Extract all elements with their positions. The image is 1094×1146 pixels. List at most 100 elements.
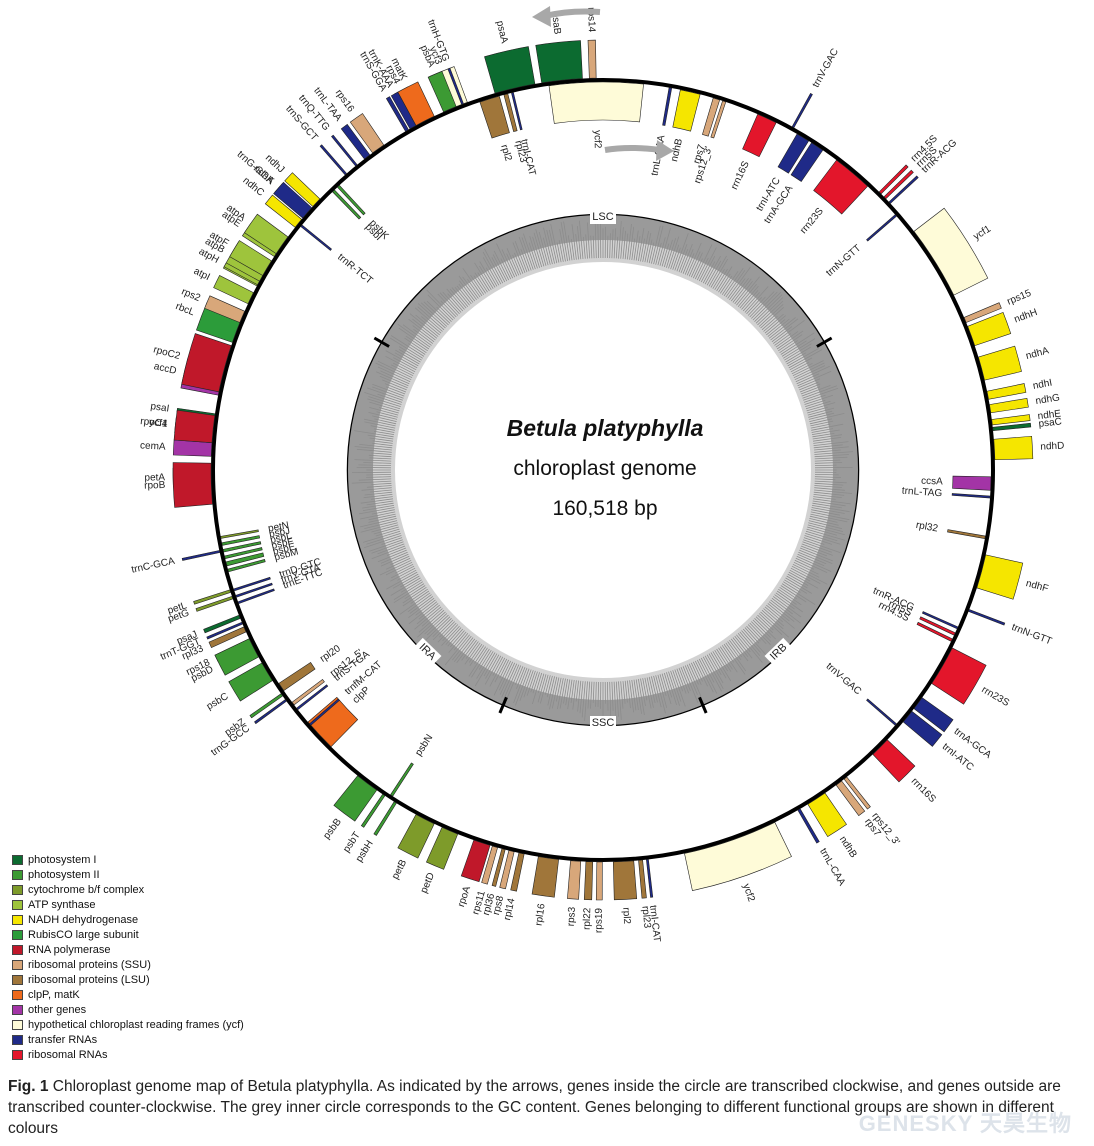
gene-ndhj xyxy=(284,172,321,207)
gene-psbt xyxy=(360,793,386,828)
gene-rrn5s xyxy=(919,616,956,636)
gene-trnl-taa xyxy=(340,123,371,160)
legend-label: RNA polymerase xyxy=(28,943,111,956)
gene-rps16 xyxy=(349,113,385,154)
gene-label-petn: petN xyxy=(267,520,290,535)
gene-label-trnl-tag: trnL-TAG xyxy=(901,486,942,500)
gene-trnk-aaa xyxy=(390,91,417,130)
gene-label-atpi: atpI xyxy=(192,266,212,283)
gene-ndhd xyxy=(993,435,1034,461)
gene-label-psbe: psbE xyxy=(272,541,297,557)
legend-item: ribosomal proteins (LSU) xyxy=(12,972,392,987)
region-label-bg xyxy=(590,716,616,730)
gene-trna-gca-2 xyxy=(790,142,824,182)
gene-rpl16 xyxy=(531,856,559,898)
gene-label-rpoc2: rpoC2 xyxy=(152,344,182,362)
gene-trns-tga xyxy=(296,684,329,711)
gene-trnc-gca xyxy=(181,550,221,561)
gene-rrn23s xyxy=(931,647,987,705)
caption-fig-label: Fig. 1 xyxy=(8,1078,49,1095)
gene-rps15 xyxy=(963,302,1002,323)
inner-direction-arrowhead xyxy=(656,140,674,161)
gene-label-rpoc1: rpoC1 xyxy=(140,416,169,430)
legend-item: cytochrome b/f complex xyxy=(12,882,392,897)
gene-label-rrn16s-2: rrn16S xyxy=(729,159,752,191)
gene-trne-ttc xyxy=(237,588,275,605)
legend-label: clpP, matK xyxy=(28,988,80,1001)
gene-rrn4-5s xyxy=(916,621,953,642)
gene-label-psbb: psbB xyxy=(321,816,344,841)
gene-rpl32 xyxy=(947,529,986,540)
gene-rpl22 xyxy=(583,861,594,901)
gene-ndhg xyxy=(989,397,1029,414)
legend-swatch xyxy=(12,854,23,865)
gene-label-rrn16s: rrn16S xyxy=(909,776,938,805)
legend-label: ribosomal RNAs xyxy=(28,1048,108,1061)
region-boundary-tick xyxy=(373,336,390,348)
region-label-lsc: LSC xyxy=(592,211,613,223)
gene-label-rpl23-2: rpl23 xyxy=(512,139,528,164)
gene-trng-gcc xyxy=(254,699,287,725)
gene-label-accd: accD xyxy=(153,361,178,377)
legend-label: transfer RNAs xyxy=(28,1033,98,1046)
gene-trnr-acg-2 xyxy=(888,175,919,204)
gene-label-trnn-gtt-2: trnN-GTT xyxy=(824,243,863,279)
gene-label-ndhh: ndhH xyxy=(1013,307,1039,326)
gene-psbf xyxy=(224,547,263,559)
region-label-bg xyxy=(413,637,442,667)
gene-psbe xyxy=(225,552,265,567)
legend-item: clpP, matK xyxy=(12,987,392,1002)
gene-rpl2 xyxy=(612,860,638,901)
gene-rpoc2 xyxy=(181,333,232,393)
gene-label-rps14: rps14 xyxy=(585,7,597,33)
gene-label-rpl32: rpl32 xyxy=(915,520,939,535)
gene-rpl23 xyxy=(638,859,647,899)
gene-trnq-ttg xyxy=(331,134,358,167)
legend-item: ribosomal proteins (SSU) xyxy=(12,957,392,972)
gene-label-ndha: ndhA xyxy=(1025,345,1051,362)
gene-rpl20 xyxy=(278,661,316,692)
gene-label-rpl14: rpl14 xyxy=(502,897,517,921)
gene-label-rpl16: rpl16 xyxy=(534,902,548,926)
gene-trny-gta xyxy=(235,582,273,598)
region-label-bg xyxy=(590,210,616,224)
gene-ndhi xyxy=(986,383,1027,400)
gene-label-trnc-gca: trnC-GCA xyxy=(131,556,177,576)
gene-petd xyxy=(425,827,459,870)
gene-label-ycf2-2: ycf2 xyxy=(592,130,603,149)
legend-item: ribosomal RNAs xyxy=(12,1047,392,1062)
region-label-bg xyxy=(764,637,793,667)
gene-label-cema: cemA xyxy=(140,440,166,452)
gene-rpl36 xyxy=(491,848,506,887)
gene-rps7-2 xyxy=(702,97,721,137)
gene-ycf2 xyxy=(684,821,792,891)
gene-label-petd: petD xyxy=(419,871,437,895)
legend-label: photosystem II xyxy=(28,868,100,881)
gene-psbc xyxy=(228,662,273,702)
region-boundary-tick xyxy=(698,696,708,714)
gene-label-ndhd: ndhD xyxy=(1040,440,1064,452)
outer-direction-arrowhead xyxy=(532,6,551,27)
gene-ndhb-2 xyxy=(672,89,701,132)
gene-rpl23-2 xyxy=(503,93,518,132)
gene-rpob xyxy=(172,462,213,508)
gene-trnl-caa xyxy=(797,808,820,844)
gene-rps12-3--2 xyxy=(710,100,727,139)
legend-swatch xyxy=(12,1049,23,1060)
gene-petb xyxy=(397,814,435,859)
gene-label-rpoa: rpoA xyxy=(456,885,473,909)
gene-psbd xyxy=(214,638,259,676)
gene-rps14 xyxy=(587,39,597,79)
legend-swatch xyxy=(12,1034,23,1045)
gene-rps3 xyxy=(567,860,582,900)
gene-label-psac: psaC xyxy=(1038,416,1062,429)
genome-title: Betula platyphylla xyxy=(507,415,704,441)
gene-psbm xyxy=(227,559,266,573)
gene-trnl-caa-2 xyxy=(662,87,673,126)
gene-rrn5s-2 xyxy=(883,169,914,200)
gene-psbn xyxy=(390,762,414,797)
gene-psbl xyxy=(222,541,262,553)
gene-label-rpl23: rpl23 xyxy=(639,905,652,929)
gene-psac xyxy=(992,422,1032,432)
